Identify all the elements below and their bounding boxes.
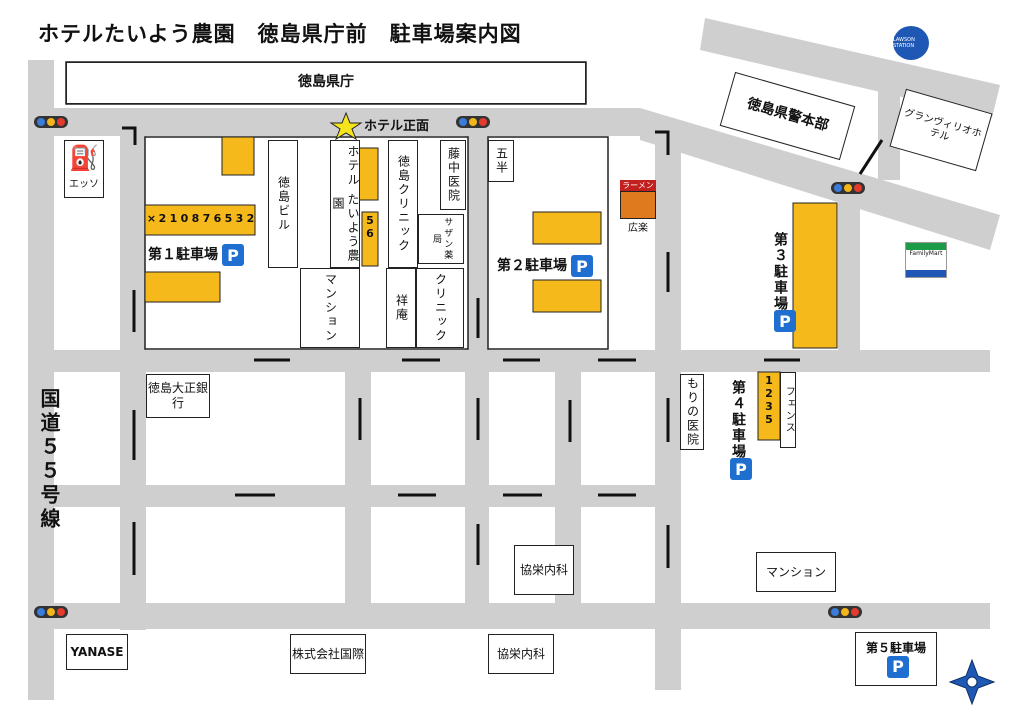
parking-icon: P — [730, 458, 752, 480]
parking-space-number: 5 — [366, 214, 374, 227]
road-police-side — [878, 80, 900, 180]
lot4-label: 第４駐車場 — [730, 380, 746, 460]
roads — [28, 18, 1000, 700]
gohan: 五半 — [488, 140, 514, 182]
parking-space-number: 5 — [224, 212, 233, 225]
lot1-bottom-spaces — [144, 271, 221, 303]
lot5-box: 第５駐車場 P — [855, 632, 937, 686]
parking-space-number: 2 — [765, 387, 773, 400]
traffic-lights — [34, 116, 865, 618]
gas-station-label: エッソ — [69, 179, 99, 190]
parking-icon: P — [774, 310, 796, 332]
mansion-1: マンション — [300, 268, 360, 348]
page-title: ホテルたいよう農園 徳島県庁前 駐車場案内図 — [38, 22, 522, 46]
clinic: クリニック — [416, 268, 464, 348]
lot5-name: 第５駐車場 — [865, 640, 926, 655]
parking-space-number: 1 — [765, 374, 773, 387]
tokushima-clinic: 徳島クリニック — [388, 140, 418, 268]
parking-icon: P — [222, 244, 244, 266]
arrow-icon — [122, 126, 137, 145]
parking-icon: P — [571, 255, 593, 277]
parking-space-number: 2 — [246, 212, 255, 225]
lot3-spaces — [792, 202, 838, 349]
road-police-north — [700, 18, 1000, 118]
shoan: 祥庵 — [386, 268, 416, 348]
parking-space-number: 2 — [158, 212, 167, 225]
parking-space-number: 6 — [213, 212, 222, 225]
parking-space-number: 5 — [765, 413, 773, 426]
road-c1 — [345, 360, 371, 610]
kabushiki-kaisha-kokusai: 株式会社国際 — [290, 634, 366, 674]
lot1-top-spaces — [221, 136, 255, 176]
lot1-name: 第１駐車場 — [148, 247, 218, 263]
arrow-icon — [655, 130, 670, 155]
traffic-light-icon — [831, 182, 865, 194]
parking-space-number: 3 — [235, 212, 244, 225]
road-far-east — [838, 200, 860, 370]
lawson-icon: LAWSON STATION — [893, 26, 929, 60]
lot3-label: 第３駐車場 — [772, 232, 788, 312]
lot2-name: 第２駐車場 — [497, 258, 567, 274]
traffic-light-icon — [456, 116, 490, 128]
familymart-icon: FamilyMart — [905, 242, 947, 278]
kyoei-naika-upper: 協栄内科 — [514, 545, 574, 595]
arrow-icon — [858, 139, 884, 175]
mori-clinic: もりの医院 — [680, 374, 704, 450]
lot1-spaces — [144, 136, 256, 303]
parking-icon: P — [887, 655, 909, 678]
fence: フェンス — [780, 372, 796, 448]
road-diagonal — [640, 108, 1000, 250]
road-route55 — [28, 60, 54, 700]
hotel-front-label: ホテル正面 — [364, 119, 430, 134]
parking-space-number: 6 — [366, 227, 374, 240]
fujinaka-clinic: 藤中医院 — [440, 140, 466, 210]
parking-space-number: 1 — [169, 212, 178, 225]
lot2-top-spaces — [532, 211, 602, 245]
parking-space-number: 8 — [191, 212, 200, 225]
parking-space-number: 7 — [202, 212, 211, 225]
route-55-label: 国道５５号線 — [37, 388, 61, 532]
compass-icon — [948, 658, 996, 706]
gas-station-icon: ⛽ エッソ — [64, 140, 104, 198]
ramen-shop-icon: ラーメン 広楽 — [620, 180, 656, 240]
yanase: YANASE — [66, 634, 128, 670]
hotel-spaces-b — [361, 211, 379, 267]
traffic-light-icon — [828, 606, 862, 618]
traffic-light-icon — [34, 606, 68, 618]
familymart-label: FamilyMart — [909, 250, 943, 257]
mansion-2: マンション — [756, 552, 836, 592]
parking-space-number: 0 — [180, 212, 189, 225]
direction-arrows — [122, 126, 884, 575]
koraku-label: 広楽 — [628, 223, 648, 234]
ramen-sign: ラーメン — [620, 180, 656, 191]
hotel-name: ホテル たいよう農園 — [330, 140, 360, 268]
parking-space-number: × — [146, 212, 157, 225]
tokushima-taisho-bank: 徳島大正銀行 — [146, 374, 210, 418]
tokushima-bldg: 徳島ビル — [268, 140, 298, 268]
lot1-main-spaces — [144, 204, 256, 236]
road-north — [28, 108, 640, 136]
lot2-bottom-spaces — [532, 279, 602, 313]
kyoei-naika-lower: 協栄内科 — [488, 634, 554, 674]
star-icon — [329, 111, 363, 141]
sazan-pharmacy: サザン薬局 — [418, 214, 464, 264]
traffic-light-icon — [34, 116, 68, 128]
prefecture-office: 徳島県庁 — [66, 62, 586, 104]
parking-space-number: 3 — [765, 400, 773, 413]
